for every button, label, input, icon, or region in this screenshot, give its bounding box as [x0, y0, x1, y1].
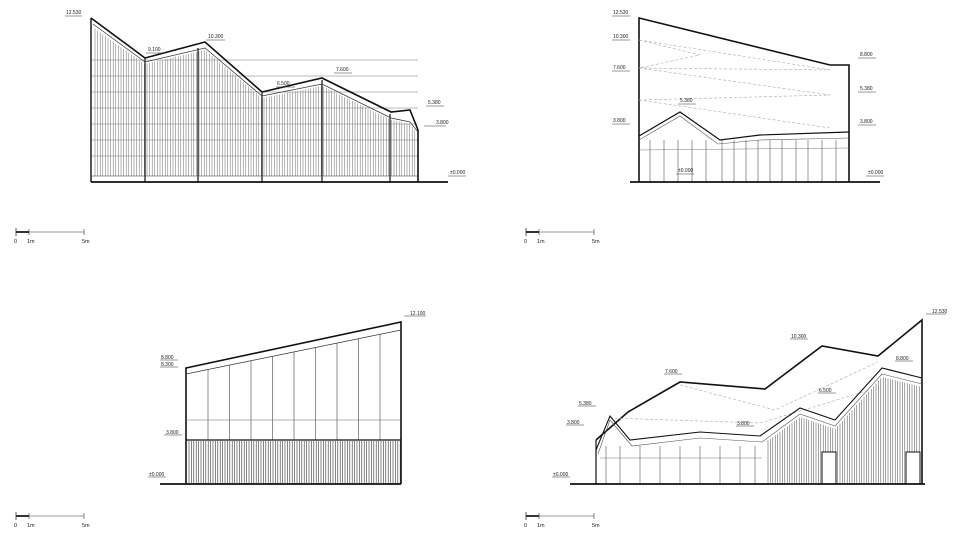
level-label: 9.100	[148, 47, 161, 53]
level-label: 3.800	[166, 430, 179, 436]
level-label: 10.300	[208, 34, 224, 40]
level-mark: 12.530	[65, 10, 82, 17]
level-mark: 7.600	[612, 65, 630, 72]
level-label: 3.800	[613, 118, 626, 124]
level-label: 8.800	[161, 355, 174, 361]
level-label: 12.100	[410, 311, 426, 317]
scale-bar: 0 1m 5m	[524, 512, 600, 529]
level-mark: 6.500	[818, 388, 836, 394]
level-label: ±0.000	[450, 170, 465, 176]
level-label: ±0.000	[553, 472, 568, 478]
roof-outline	[638, 16, 850, 182]
level-label: ±0.000	[149, 472, 164, 478]
level-mark: 8.800	[895, 356, 913, 362]
roof-outline	[90, 17, 419, 182]
level-mark: 7.600	[334, 67, 352, 74]
level-label: 6.500	[277, 81, 290, 87]
level-label: 8.800	[896, 356, 909, 362]
hidden-roof-lines	[638, 39, 831, 129]
elevation-top-left: 12.530 9.100 10.300 6.500 7.600 5.380 3.…	[65, 10, 466, 183]
level-label: ±0.000	[868, 170, 883, 176]
level-label: 12.530	[66, 10, 82, 16]
scale-label: 5m	[592, 239, 600, 245]
level-mark: 9.100	[146, 47, 165, 54]
elevation-bottom-right: 12.530 10.300 8.800 7.600 6.500 5.380 3.…	[552, 309, 948, 485]
door	[905, 451, 921, 485]
level-mark: 7.600	[664, 369, 682, 375]
scale-label: 1m	[27, 239, 35, 245]
elevation-top-right: 12.530 10.300 7.600 3.800 5.380 8.800 5.…	[612, 10, 884, 183]
roof-inner-line	[92, 23, 419, 133]
hidden-roof-lines	[609, 361, 879, 424]
level-label: 8.300	[161, 362, 174, 368]
level-mark: ±0.000	[552, 472, 570, 478]
level-label: 8.800	[860, 52, 873, 58]
roof-outline	[595, 318, 923, 484]
level-mark: 5.380	[426, 100, 444, 107]
level-mark: 12.530	[926, 309, 948, 315]
level-mark: 12.530	[612, 10, 630, 17]
scale-label: 1m	[537, 239, 545, 245]
elevation-bottom-left: 8.800 8.300 3.800 ±0.000 12.100	[148, 311, 426, 485]
level-label: 3.800	[436, 120, 449, 126]
scale-label: 5m	[592, 523, 600, 529]
level-label: 5.380	[680, 98, 693, 104]
level-label: 12.530	[932, 309, 948, 315]
scale-label: 0	[14, 523, 17, 529]
level-label: 7.600	[665, 369, 678, 375]
level-label: 5.380	[860, 86, 873, 92]
level-mark: 12.100	[404, 311, 426, 317]
scale-label: 0	[524, 523, 527, 529]
level-mark: 3.800	[424, 120, 449, 127]
level-mark: ±0.000	[676, 168, 694, 175]
scale-label: 0	[14, 239, 17, 245]
level-label: ±0.000	[678, 168, 693, 174]
level-mark: ±0.000	[866, 170, 884, 177]
scale-bar: 0 1m 5m	[14, 228, 90, 245]
level-mark: 10.300	[206, 34, 225, 41]
level-mark: 3.800	[566, 420, 584, 426]
level-mark: 6.500	[276, 81, 295, 88]
gable-roof	[638, 111, 850, 141]
level-mark: 8.800	[160, 355, 178, 361]
scale-label: 5m	[82, 523, 90, 529]
level-mark: ±0.000	[448, 170, 466, 177]
scale-label: 0	[524, 239, 527, 245]
level-label: 5.380	[579, 401, 592, 407]
level-label: 7.600	[336, 67, 349, 73]
level-mark: 10.300	[612, 34, 630, 41]
level-mark: 5.380	[678, 98, 696, 105]
level-label: 10.300	[791, 334, 807, 340]
level-mark: 3.800	[164, 430, 182, 436]
level-mark: 3.800	[736, 421, 754, 427]
level-mark: 3.800	[612, 118, 630, 125]
level-label: 5.380	[428, 100, 441, 106]
level-mark: 3.800	[858, 119, 876, 126]
roof-outline	[185, 321, 402, 484]
level-mark: ±0.000	[148, 472, 166, 478]
door	[821, 451, 837, 485]
level-label: 12.530	[613, 10, 629, 16]
level-mark: 5.380	[858, 86, 876, 93]
level-mark: 8.300	[160, 362, 178, 368]
level-mark: 10.300	[790, 334, 808, 340]
scale-label: 1m	[537, 523, 545, 529]
level-label: 3.800	[567, 420, 580, 426]
level-mark: 5.380	[578, 401, 596, 407]
level-label: 7.600	[613, 65, 626, 71]
level-label: 10.300	[613, 34, 629, 40]
level-label: 6.500	[819, 388, 832, 394]
scale-bar: 0 1m 5m	[524, 228, 600, 245]
level-mark: 8.800	[858, 52, 876, 59]
canopy-roof	[595, 367, 923, 451]
level-label: 3.800	[860, 119, 873, 125]
scale-bar: 0 1m 5m	[14, 512, 90, 529]
scale-label: 1m	[27, 523, 35, 529]
curtain-wall-hatching	[91, 28, 418, 176]
level-label: 3.800	[737, 421, 750, 427]
scale-label: 5m	[82, 239, 90, 245]
